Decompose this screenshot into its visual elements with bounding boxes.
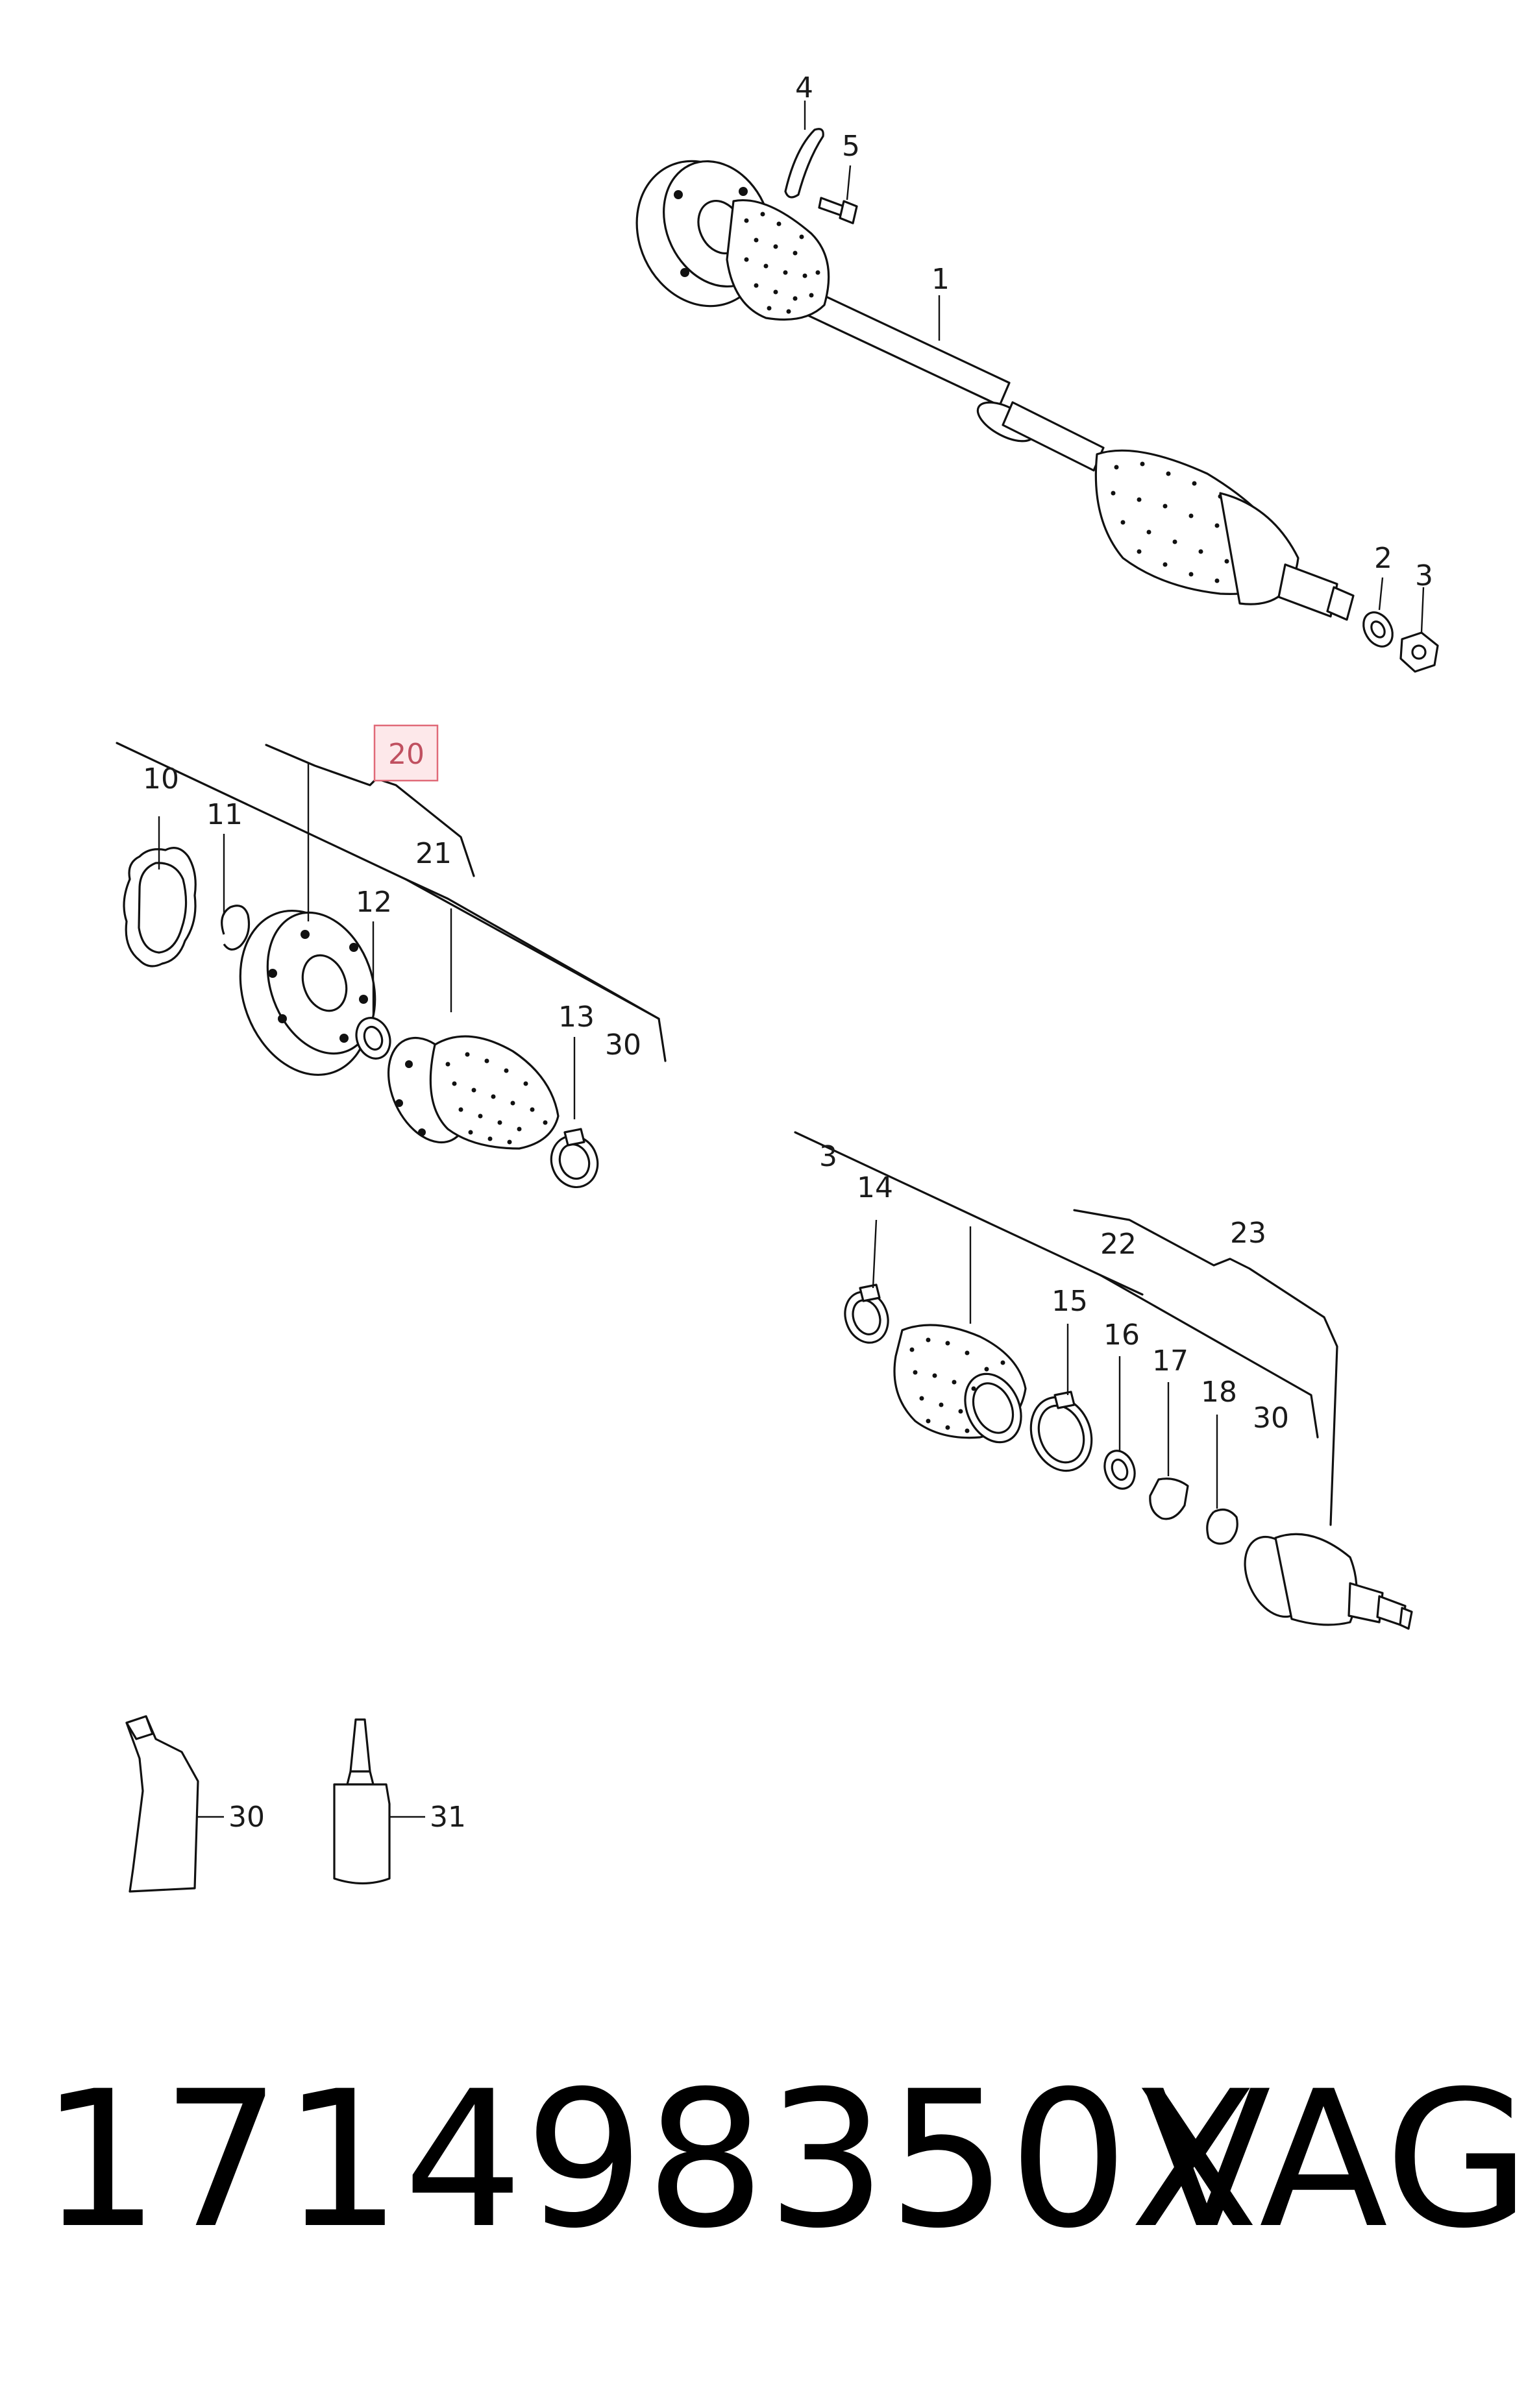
callout-31-sealant: 31 bbox=[430, 1801, 466, 1834]
brand-name: VAG bbox=[1142, 2051, 1526, 2270]
callout-10: 10 bbox=[143, 762, 179, 796]
callout-2: 2 bbox=[1374, 542, 1392, 575]
consumables bbox=[125, 1715, 425, 1893]
callout-4: 4 bbox=[795, 71, 813, 104]
drive-shaft-assembly bbox=[635, 101, 1439, 673]
callout-17: 17 bbox=[1152, 1344, 1188, 1378]
part-number: 171498350X bbox=[40, 2051, 1261, 2270]
outer-joint-kit bbox=[794, 1131, 1413, 1630]
callout-13: 13 bbox=[558, 1001, 595, 1034]
callout-5: 5 bbox=[842, 130, 860, 163]
callout-16: 16 bbox=[1103, 1319, 1140, 1352]
callout-30-grease: 30 bbox=[228, 1801, 265, 1834]
callout-20: 20 bbox=[388, 738, 425, 771]
callout-12: 12 bbox=[356, 886, 392, 919]
exploded-parts-diagram: 1 2 3 4 5 10 11 20 21 12 13 30 3 14 22 2… bbox=[116, 71, 1439, 1893]
callout-18: 18 bbox=[1201, 1376, 1237, 1409]
callout-21: 21 bbox=[415, 837, 452, 870]
callout-20-highlight bbox=[373, 724, 439, 782]
callout-30-inner: 30 bbox=[605, 1028, 641, 1062]
callout-14: 14 bbox=[857, 1171, 893, 1204]
callout-11: 11 bbox=[206, 798, 243, 831]
callout-30-outer: 30 bbox=[1253, 1402, 1289, 1435]
inner-joint-kit bbox=[116, 742, 667, 1189]
callout-23: 23 bbox=[1230, 1217, 1266, 1250]
callout-3: 3 bbox=[1415, 559, 1433, 592]
callout-15: 15 bbox=[1052, 1285, 1088, 1318]
callout-3-outer: 3 bbox=[819, 1140, 837, 1173]
callouts: 1 2 3 4 5 10 11 20 21 12 13 30 3 14 22 2… bbox=[143, 71, 1433, 1834]
callout-22: 22 bbox=[1100, 1228, 1137, 1261]
callout-1: 1 bbox=[931, 263, 950, 296]
